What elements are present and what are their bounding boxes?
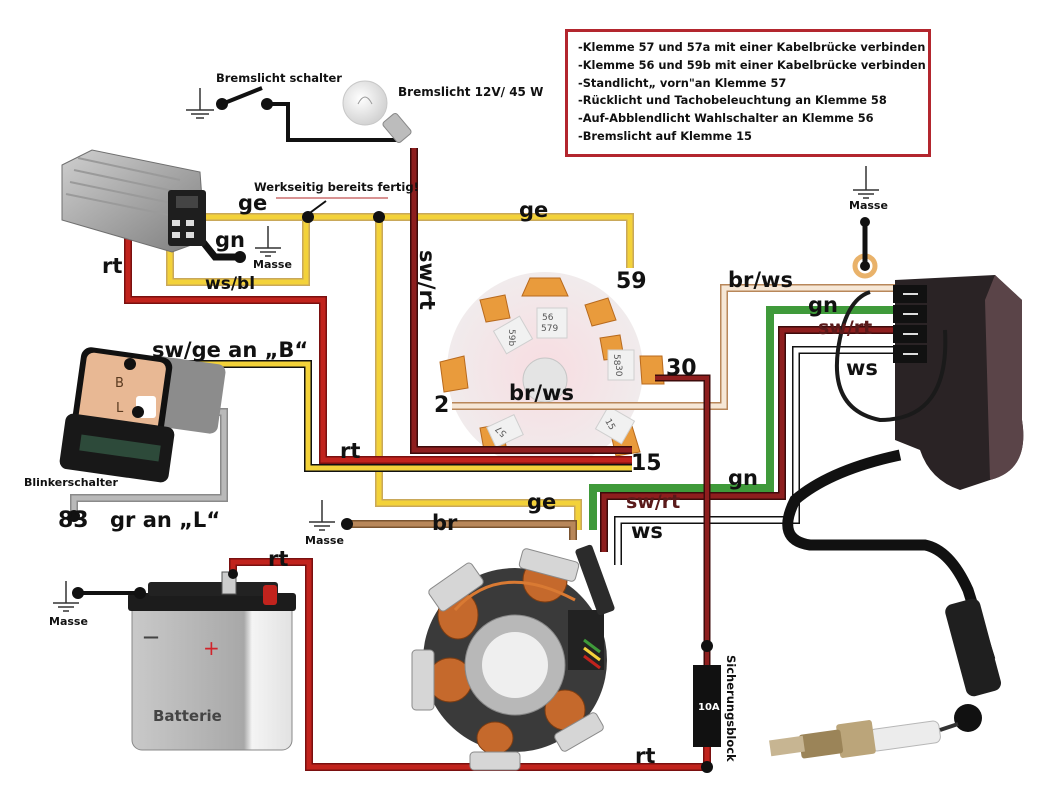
ignition-lead: [782, 449, 996, 662]
instruction-line: -Standlicht„ vorn"an Klemme 57: [578, 75, 787, 90]
wire-label-gr: gr an „L“: [110, 508, 220, 532]
brake-light-switch: Bremslicht schalter: [186, 71, 398, 142]
wire-label-sw-rt: sw/rt: [818, 317, 872, 339]
wire-label-ge: ge: [519, 198, 548, 222]
wire-label-ws-bl: ws/bl: [205, 274, 255, 294]
ground-label: Masse: [849, 199, 888, 212]
brake-light-bulb: Bremslicht 12V/ 45 W: [342, 80, 543, 144]
wire-label-rt: rt: [635, 744, 655, 768]
wire-label-ws: ws: [846, 356, 878, 380]
fuse-rating: 10A: [698, 702, 720, 713]
instruction-line: -Bremslicht auf Klemme 15: [578, 128, 752, 143]
spark-plug-cap: [945, 598, 1002, 732]
instructions-box: -Klemme 57 und 57a mit einer Kabelbrücke…: [565, 29, 931, 157]
wire-ge-main: [200, 214, 633, 268]
wire-label-ge: ge: [238, 191, 267, 215]
instruction-line: -Klemme 56 und 59b mit einer Kabelbrücke…: [578, 57, 926, 72]
switch-mark: 579: [541, 324, 558, 334]
wire-label-rt: rt: [340, 439, 360, 463]
stator: [411, 544, 615, 771]
wire-label-sw-rt: sw/rt: [415, 250, 439, 310]
wire-label-gn: gn: [728, 466, 758, 490]
ground-icon: [53, 581, 79, 612]
terminal-30: 30: [666, 356, 697, 381]
wire-label-rt: rt: [268, 547, 288, 571]
fuse: 10A Sicherungsblock: [693, 655, 738, 762]
wire-label-br: br: [432, 511, 458, 535]
switch-mark: 59b: [506, 329, 516, 346]
wire-label-br-ws: br/ws: [509, 381, 574, 405]
wire-label-ge: ge: [527, 490, 556, 514]
wire-sw-ge: [130, 361, 632, 471]
terminal-83: 83: [58, 508, 89, 533]
ground-label: Masse: [253, 258, 292, 271]
battery-label: Batterie: [153, 707, 222, 725]
junction-dots: [68, 211, 713, 773]
wire-ws: [615, 347, 895, 565]
voltage-regulator: [61, 149, 206, 253]
battery: — + Batterie: [128, 571, 296, 751]
wire-rt-30: [655, 376, 709, 665]
wire-label-rt: rt: [102, 254, 122, 278]
brake-light-label: Bremslicht 12V/ 45 W: [398, 85, 543, 99]
flasher-terminal-b: B: [115, 376, 124, 391]
instruction-line: -Klemme 57 und 57a mit einer Kabelbrücke…: [578, 40, 926, 54]
terminal-59: 59: [616, 269, 647, 294]
switch-mark: 58: [611, 354, 621, 366]
switch-mark: 15: [602, 417, 616, 432]
spark-plug: [769, 720, 959, 759]
switch-mark: 56: [542, 313, 554, 323]
battery-minus: —: [143, 627, 159, 646]
instruction-line: -Rücklicht und Tachobeleuchtung an Klemm…: [578, 93, 887, 108]
flasher-terminal-l: L: [116, 401, 124, 416]
stator-ground: Masse: [305, 500, 344, 547]
fuse-block-label: Sicherungsblock: [724, 655, 738, 762]
wire-labels: ge gn rt ws/bl ge sw/rt sw/ge an „B“ gr …: [102, 191, 878, 768]
wire-sw-rt-brake: [411, 148, 632, 453]
terminal-2: 2: [434, 393, 449, 418]
wire-label-gn: gn: [808, 293, 838, 317]
terminal-15: 15: [631, 451, 662, 476]
ground-icon: [309, 500, 335, 531]
brake-switch-label: Bremslicht schalter: [216, 71, 342, 85]
flasher-relay: B L: [59, 347, 226, 483]
wire-label-sw-ge: sw/ge an „B“: [152, 338, 308, 362]
ground-icon: [186, 88, 214, 119]
wire-ge-stator: [376, 217, 581, 530]
ground-label: Masse: [49, 615, 88, 628]
ignition-switch: 56 579 59b 58 30 57 15: [439, 272, 665, 468]
battery-plus: +: [203, 636, 220, 660]
wire-label-br-ws: br/ws: [728, 268, 793, 292]
instruction-line: -Auf-Abblendlicht Wahlschalter an Klemme…: [578, 111, 874, 126]
terminal-labels: 59 30 2 15 83: [58, 269, 697, 533]
ground-icon: [853, 166, 879, 199]
switch-mark: 30: [613, 365, 623, 377]
wire-br: [347, 521, 576, 540]
cdi-unit: [835, 275, 1024, 490]
wire-label-gn: gn: [215, 228, 245, 252]
wire-gn: [590, 307, 895, 530]
factory-note: Werkseitig bereits fertig!: [254, 180, 419, 194]
wire-label-sw-rt: sw/rt: [626, 491, 680, 513]
blinker-switch-label: Blinkerschalter: [24, 476, 118, 489]
wire-br-ws: [452, 285, 895, 409]
ground-label: Masse: [305, 534, 344, 547]
battery-ground: Masse: [49, 581, 146, 628]
wire-label-ws: ws: [631, 519, 663, 543]
wire-sw-rt: [601, 327, 895, 552]
ground-icon: [255, 226, 281, 257]
cdi-ground: Masse: [849, 166, 888, 279]
